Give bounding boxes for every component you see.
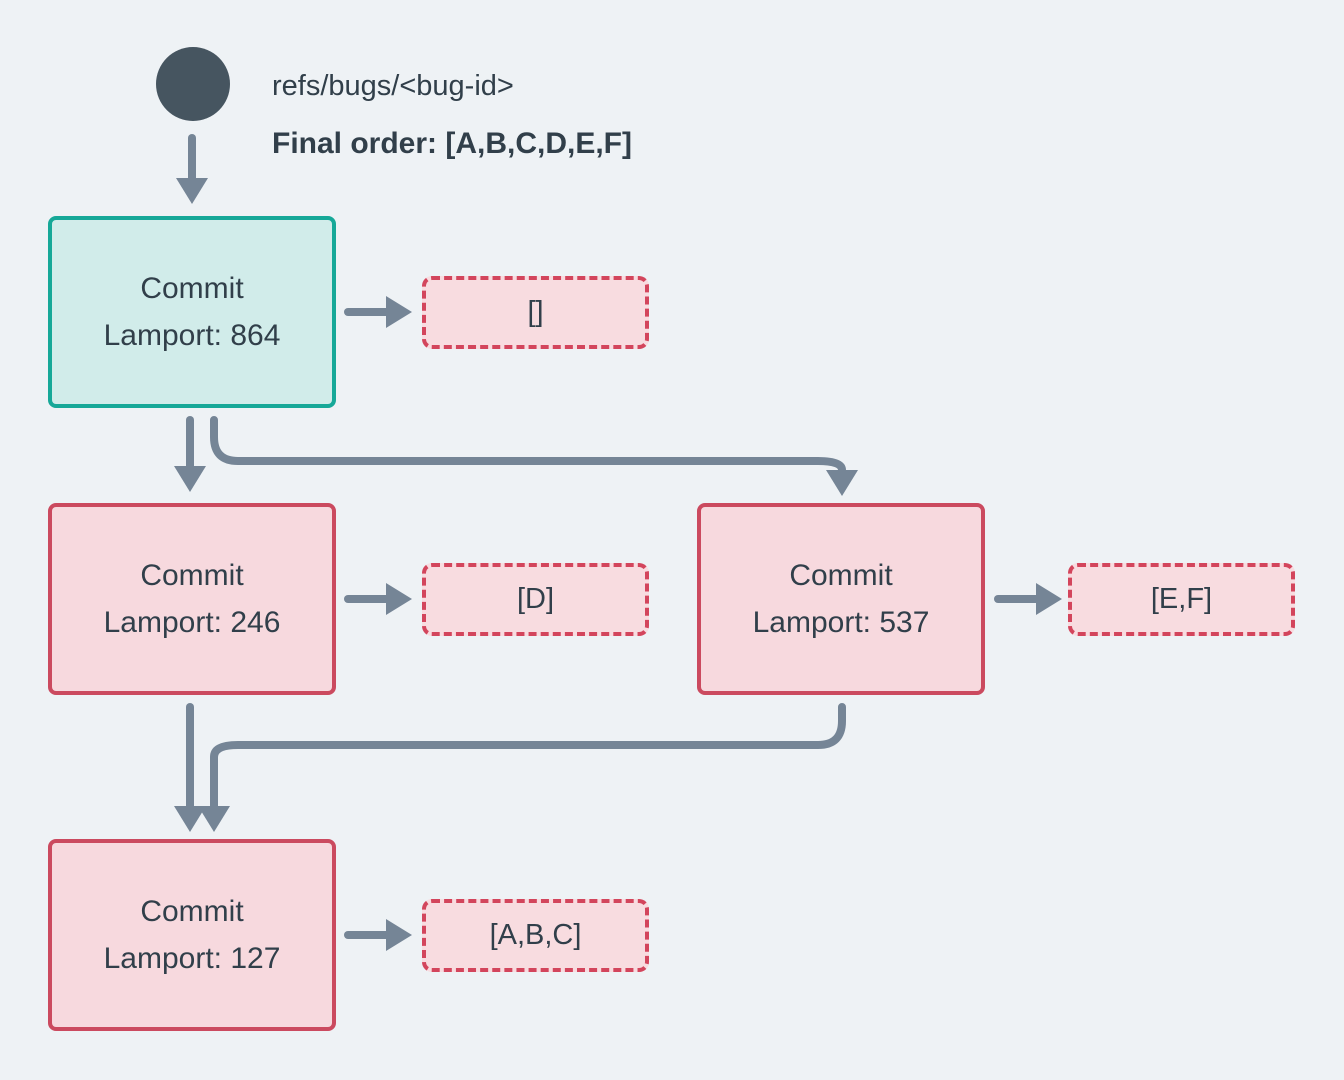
- edge-537-to-127: [210, 703, 846, 810]
- commit-title: Commit: [140, 559, 244, 592]
- payload-label: [E,F]: [1150, 583, 1213, 615]
- commit-title: Commit: [140, 272, 244, 305]
- arrowhead-864-to-payload: [386, 296, 412, 328]
- arrowhead-864-to-246: [174, 466, 206, 492]
- payload-box-127: [A,B,C]: [422, 899, 649, 972]
- payload-label: []: [527, 296, 544, 328]
- payload-box-537: [E,F]: [1068, 563, 1295, 636]
- commit-lamport: Lamport: 537: [752, 606, 930, 639]
- payload-box-246: [D]: [422, 563, 649, 636]
- final-order-label: Final order: [A,B,C,D,E,F]: [272, 127, 632, 160]
- arrowhead-537-to-127: [198, 806, 230, 832]
- commit-lamport: Lamport: 127: [103, 942, 281, 975]
- payload-label: [D]: [516, 583, 555, 615]
- arrowhead-537-to-payload: [1036, 583, 1062, 615]
- commit-node-246: Commit Lamport: 246: [48, 503, 336, 695]
- commit-node-127: Commit Lamport: 127: [48, 839, 336, 1031]
- commit-node-537: Commit Lamport: 537: [697, 503, 985, 695]
- commit-lamport: Lamport: 246: [103, 606, 281, 639]
- edge-864-to-537: [210, 416, 846, 474]
- arrowhead-127-to-payload: [386, 919, 412, 951]
- ref-circle-icon: [156, 47, 230, 121]
- payload-box-864: []: [422, 276, 649, 349]
- arrowhead-864-to-537: [826, 470, 858, 496]
- arrowhead-ref-to-864: [176, 178, 208, 204]
- commit-title: Commit: [789, 559, 893, 592]
- commit-lamport: Lamport: 864: [103, 319, 281, 352]
- arrowhead-246-to-127: [174, 806, 206, 832]
- commit-node-864: Commit Lamport: 864: [48, 216, 336, 408]
- ref-label: refs/bugs/<bug-id>: [272, 70, 514, 102]
- commit-title: Commit: [140, 895, 244, 928]
- payload-label: [A,B,C]: [489, 919, 582, 951]
- arrowhead-246-to-payload: [386, 583, 412, 615]
